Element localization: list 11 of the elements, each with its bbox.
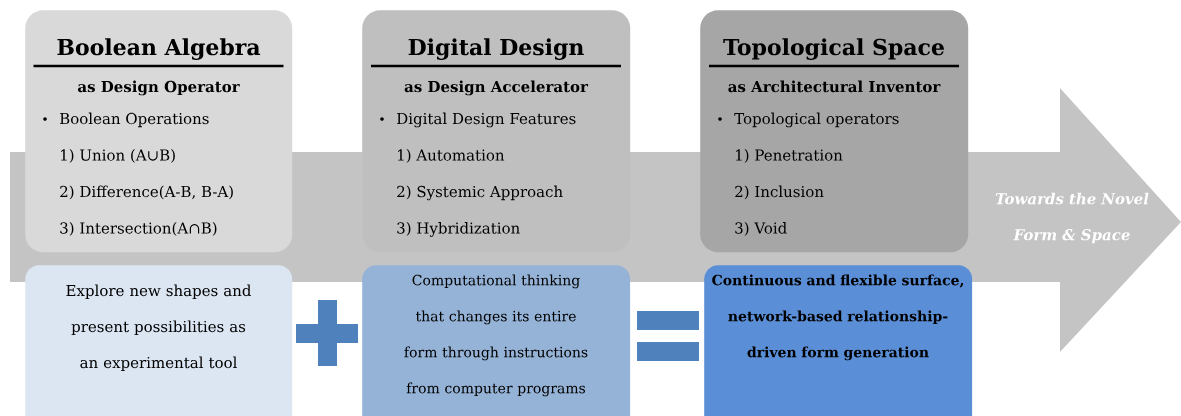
node-label: 1) Automation [398,149,505,163]
node-label: Digital Design Features [397,112,576,128]
feature-card: Digital Design as Design Accelerator Digital Design Features 1) Automation 2) Systemic Approach 3) Hybridization [362,10,631,253]
feature-card: Topological Space as Architectural Inventor Topological operators 1) Penetration 2) Inclusion 3) Void [700,10,969,253]
node-label: 3) Hybridization [397,222,520,237]
feature-card: Boolean Algebra as Design Operator Boolean Operations 1) Union (A∪B) 2) Difference(A-B, B-A) 3) Intersection(A∩B) [25,10,293,253]
description-box: Continuous and flexible surface, network-based relationship-driven form generation [704,265,973,416]
description-box: Explore new shapes and present possibilities as an experimental tool [25,265,293,416]
description-box: Computational thinking that changes its entire form through instructions from computer programs [362,265,631,416]
node-label: Digital Design [408,38,584,60]
node-label: 2) Systemic Approach [397,185,563,201]
